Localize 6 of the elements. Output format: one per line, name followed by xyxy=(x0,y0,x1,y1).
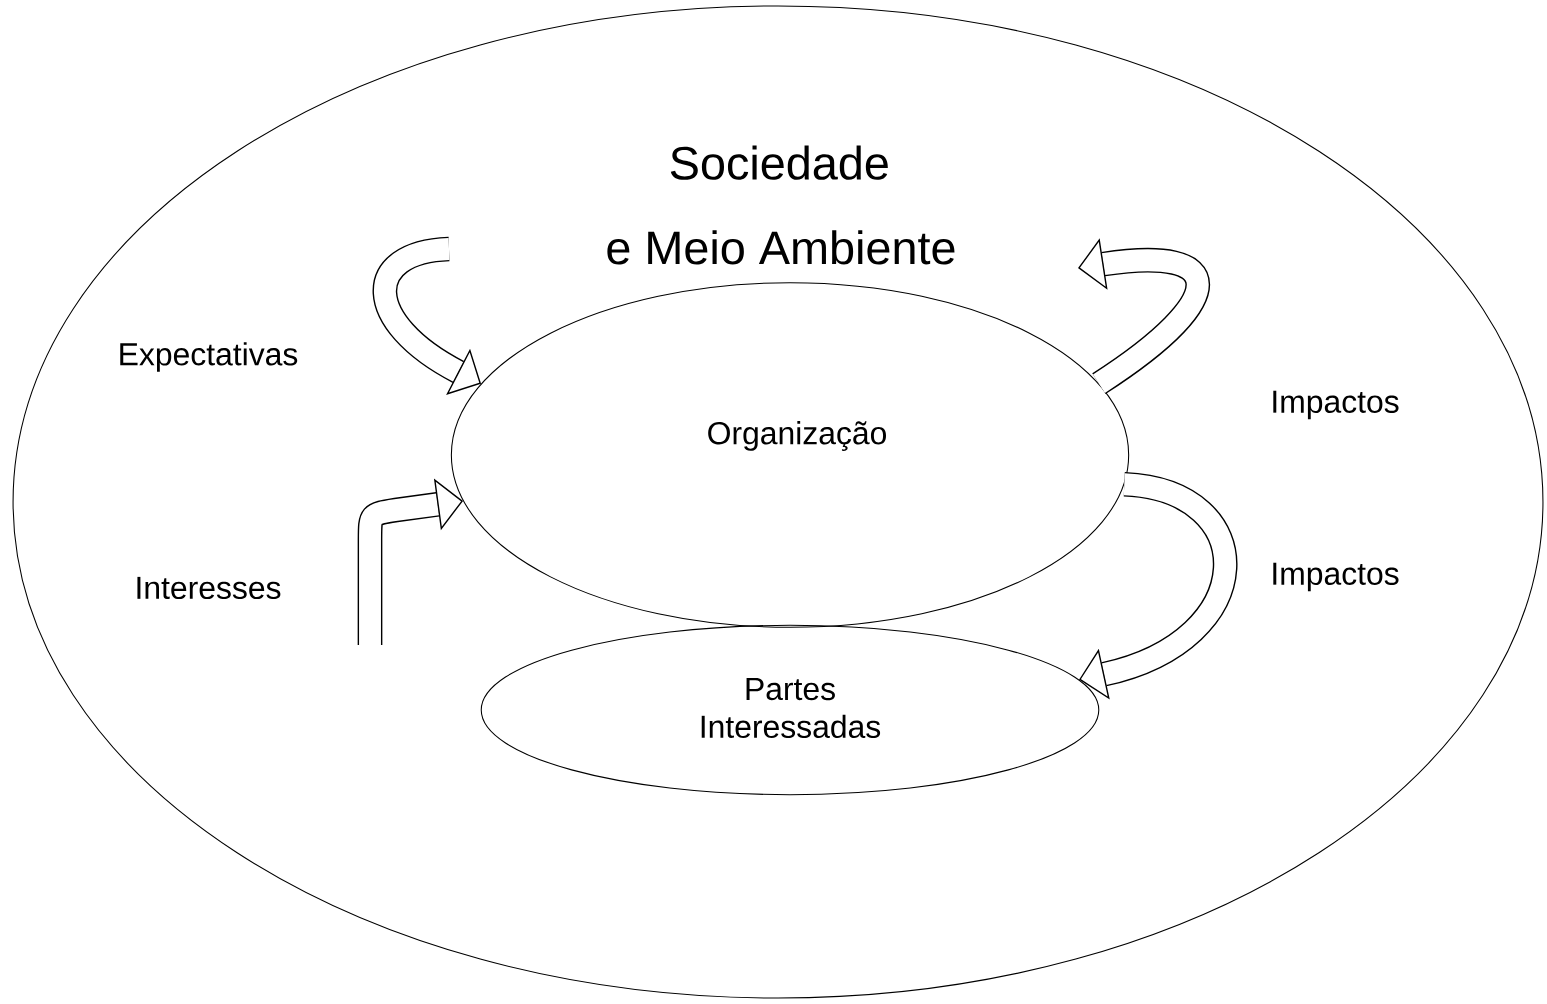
arrow-label: Interesses xyxy=(137,576,281,600)
arrow-label: Impactos xyxy=(1273,562,1399,592)
ellipse-region: Partes Interessadas xyxy=(480,624,1100,796)
arrow-label: Expectativas xyxy=(120,342,298,372)
ellipse-region: Organização xyxy=(450,282,1130,628)
arrow-label: Impactos xyxy=(1273,390,1399,420)
